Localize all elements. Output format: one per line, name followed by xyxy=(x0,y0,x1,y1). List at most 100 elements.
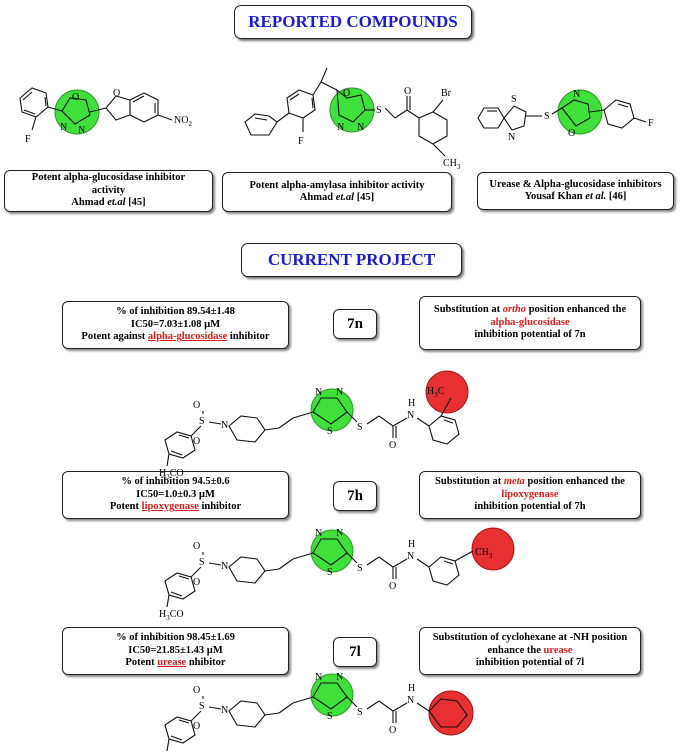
atom-hydrogen-amide: H xyxy=(408,398,415,409)
green-thiadiazole-ring xyxy=(310,529,354,573)
methyl-group: H3C xyxy=(427,386,445,399)
atom-oxygen-2: O xyxy=(343,88,350,99)
reported-1-citation: Ahmad et.al [45] xyxy=(71,197,146,209)
atom-fluorine-2: F xyxy=(298,136,304,147)
atom-nitrogen-thiadiazole-1: N xyxy=(315,387,322,398)
atom-nitrogen-6: N xyxy=(573,89,580,100)
red-substituent-ring xyxy=(428,690,474,736)
atom-hydrogen-amide: H xyxy=(408,683,415,694)
red-substituent-ring xyxy=(425,370,469,414)
compound-7h-sar-line3: inhibition potential of 7h xyxy=(474,501,586,513)
compound-7n-sar-box: Substitution at ortho position enhanced … xyxy=(419,296,641,350)
atom-nitrogen-thiadiazole-1: N xyxy=(315,528,322,539)
reported-compounds-header: REPORTED COMPOUNDS xyxy=(234,5,472,39)
compound-7n-inhibition: % of inhibition 89.54±1.48 xyxy=(116,306,235,318)
compound-7h-sar-line1: Substitution at meta position enhanced t… xyxy=(435,476,625,488)
atom-oxygen-sulfonyl-1: O xyxy=(193,541,200,552)
compound-7n-ic50: IC50=7.03±1.08 µM xyxy=(130,318,221,330)
compound-7l-sar-line2: enhance the urease xyxy=(487,644,573,656)
atom-nitrogen-5: N xyxy=(508,132,515,143)
compound-7l-potency: Potent urease nhibitor xyxy=(125,657,226,669)
atom-sulfur-sulfonyl: S xyxy=(199,416,205,427)
current-project-title: CURRENT PROJECT xyxy=(267,250,436,269)
atom-oxygen-sulfonyl-2: O xyxy=(193,721,200,732)
atom-oxygen-3: O xyxy=(568,128,575,139)
atom-nitrogen-4: N xyxy=(357,122,364,133)
atom-nitrogen-thiadiazole-2: N xyxy=(336,528,343,539)
atom-bromine: Br xyxy=(441,88,452,99)
nitro-group: NO2 xyxy=(174,115,192,128)
green-thiadiazole-ring xyxy=(310,388,354,432)
green-highlight-ring xyxy=(557,89,603,135)
methyl-group: CH3 xyxy=(443,158,461,171)
atom-nitrogen-thiadiazole-1: N xyxy=(315,672,322,683)
atom-fluorine: F xyxy=(25,134,31,145)
methoxy-group: H3CO xyxy=(159,468,184,481)
reported-box-1: Potent alpha-glucosidase inhibitor activ… xyxy=(4,170,213,212)
compound-7n-sar-line1: Substitution at ortho position enhanced … xyxy=(433,304,627,316)
compound-7l-inhibition: % of inhibition 98.45±1.69 xyxy=(116,632,235,644)
compound-7h-sar-target: lipoxygenase xyxy=(501,488,559,500)
reported-compounds-title: REPORTED COMPOUNDS xyxy=(248,12,458,31)
atom-fluorine-3: F xyxy=(648,118,654,129)
atom-oxygen-amide: O xyxy=(389,440,396,451)
atom-oxygen-carbonyl: O xyxy=(404,86,411,97)
atom-sulfur: S xyxy=(376,105,382,116)
atom-sulfur-thioether: S xyxy=(357,707,363,718)
atom-oxygen-furan: O xyxy=(113,88,120,99)
reported-2-line1: Potent alpha-amylasa inhibitor activity xyxy=(249,179,425,191)
reported-molecule-2: F O N N S O Br CH3 xyxy=(244,67,461,171)
atom-oxygen-amide: O xyxy=(389,581,396,592)
compound-7l-activity-box: % of inhibition 98.45±1.69 IC50=21.85±1.… xyxy=(62,627,289,675)
atom-sulfur-thiadiazole: S xyxy=(327,567,333,578)
reported-1-line1: Potent alpha-glucosidase inhibitor xyxy=(31,172,186,184)
compound-7l-sar-line1: Substitution of cyclohexane at -NH posit… xyxy=(432,632,628,644)
compound-7h-id: 7h xyxy=(347,487,363,504)
atom-oxygen-sulfonyl-2: O xyxy=(193,436,200,447)
atom-nitrogen-piperidine: N xyxy=(221,420,228,431)
reported-box-2: Potent alpha-amylasa inhibitor activity … xyxy=(222,172,452,212)
reported-2-citation: Ahmad et.al [45] xyxy=(299,192,375,203)
atom-nitrogen-amide: N xyxy=(407,695,414,706)
green-highlight-ring xyxy=(54,89,100,135)
reported-3-citation: Yousaf Khan et al. [46] xyxy=(524,191,627,202)
compound-7l-sar-line3: inhibition potential of 7l xyxy=(475,657,585,669)
atom-nitrogen-amide: N xyxy=(407,410,414,421)
reported-3-line1: Urease & Alpha-glucosidase inhibitors xyxy=(489,178,662,190)
compound-7h-activity-box: % of inhibition 94.5±0.6 IC50=1.0±0.3 µM… xyxy=(62,471,289,519)
compound-7l-sar-box: Substitution of cyclohexane at -NH posit… xyxy=(419,627,641,675)
atom-oxygen-sulfonyl-1: O xyxy=(193,400,200,411)
reported-molecule-3: S N S N O F xyxy=(477,89,654,143)
atom-nitrogen-thiadiazole-2: N xyxy=(336,387,343,398)
compound-7n-id: 7n xyxy=(347,315,363,332)
compound-7n-sar-target: alpha-glucosidase xyxy=(490,316,570,328)
atom-nitrogen-thiadiazole-2: N xyxy=(336,672,343,683)
atom-hydrogen-amide: H xyxy=(408,539,415,550)
compound-7n-label: 7n xyxy=(333,309,377,339)
atom-sulfur-sulfonyl: S xyxy=(199,557,205,568)
atom-sulfur-thiadiazole: S xyxy=(327,426,333,437)
atom-nitrogen-piperidine: N xyxy=(221,561,228,572)
reported-molecule-1: F O N N O NO2 xyxy=(19,87,192,145)
compound-7n-activity-box: % of inhibition 89.54±1.48 IC50=7.03±1.0… xyxy=(62,301,289,349)
compound-7l-id: 7l xyxy=(349,643,361,660)
reported-1-line2: activity xyxy=(91,184,126,196)
atom-oxygen: O xyxy=(72,92,79,103)
compound-7n-potency: Potent against alpha-glucosidase inhibit… xyxy=(81,331,270,343)
red-substituent-ring xyxy=(471,527,515,571)
atom-sulfur-sulfonyl: S xyxy=(199,701,205,712)
compound-7h-sar-box: Substitution at meta position enhanced t… xyxy=(419,471,641,519)
compound-7l-ic50: IC50=21.85±1.43 µM xyxy=(128,644,223,656)
atom-oxygen-sulfonyl-2: O xyxy=(193,577,200,588)
atom-sulfur-thioether: S xyxy=(357,422,363,433)
compound-7n-sar-line3: inhibition potential of 7n xyxy=(474,329,586,341)
compound-7l-label: 7l xyxy=(333,637,377,667)
methyl-group: CH3 xyxy=(475,547,493,560)
atom-nitrogen-amide: N xyxy=(407,551,414,562)
methoxy-group: H3CO xyxy=(159,609,184,622)
atom-sulfur-2: S xyxy=(511,94,517,105)
atom-oxygen-sulfonyl-1: O xyxy=(193,685,200,696)
